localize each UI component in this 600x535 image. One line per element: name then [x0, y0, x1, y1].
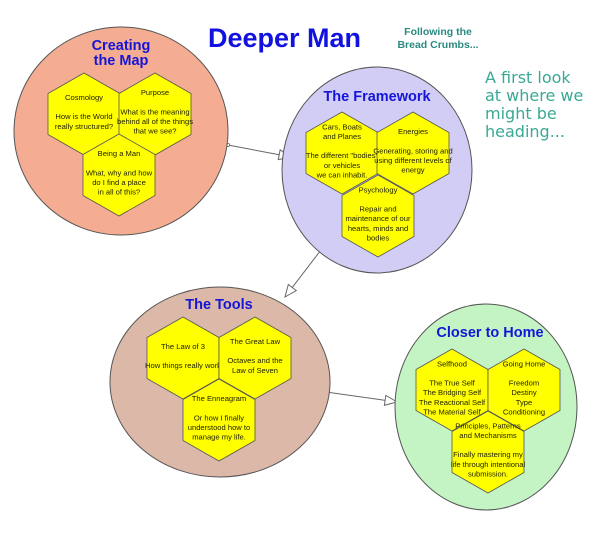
side-note-line: A first look: [485, 68, 571, 87]
connector-line: [325, 391, 386, 401]
hex-body-line: life through intentional: [451, 460, 526, 469]
hex-body-line: that we see?: [133, 127, 176, 136]
group-title: Creating: [92, 38, 151, 54]
hex-body-line: What, why and how: [86, 168, 153, 177]
hex-body-line: How is the World: [55, 112, 112, 121]
hex-body-line: submission.: [468, 469, 508, 478]
hex-heading: The Great Law: [230, 337, 281, 346]
hex-body-line: The different "bodies": [306, 151, 379, 160]
hex-heading: Cosmology: [65, 93, 103, 102]
hex-body-line: bodies: [367, 233, 390, 242]
hex-shape: [82, 133, 156, 217]
hex-topic: The Enneagram Or how I finallyunderstood …: [182, 378, 256, 462]
diagram-title: Deeper Man: [208, 23, 361, 53]
hex-body-line: understood how to: [188, 423, 250, 432]
hex-heading: The Enneagram: [192, 394, 246, 403]
hex-body-line: Destiny: [511, 388, 537, 397]
hex-body-line: or vehicles: [324, 161, 360, 170]
hex-body-line: Octaves and the: [227, 356, 282, 365]
hex-body-line: The Material Self: [423, 407, 481, 416]
connector-line: [227, 144, 280, 156]
hex-heading: Cars, Boats: [322, 122, 362, 131]
hex-body-line: do I find a place: [92, 178, 146, 187]
hex-heading: and Planes: [323, 132, 361, 141]
group-title: the Map: [94, 53, 149, 69]
group-title: The Tools: [185, 297, 252, 313]
hex-body-line: really structured?: [55, 122, 113, 131]
hex-body-line: Conditioning: [503, 407, 545, 416]
hex-body-line: The Reactional Self: [419, 398, 486, 407]
hex-heading: Psychology: [359, 185, 398, 194]
hex-shape: [182, 378, 256, 462]
hex-heading: Going Home: [503, 359, 546, 368]
connector-creating-the-map-to-the-framework: [225, 142, 293, 161]
hex-shape: [451, 410, 525, 494]
hex-body-line: Or how I finally: [194, 413, 244, 422]
hex-body-line: manage my life.: [192, 433, 246, 442]
side-note-line: heading...: [485, 122, 565, 141]
hex-body-line: hearts, minds and: [348, 224, 408, 233]
side-note-line: at where we: [485, 86, 583, 105]
hex-heading: and Mechanisms: [459, 431, 517, 440]
hex-body-line: Generating, storing and: [373, 146, 452, 155]
hex-body-line: using different levels of: [374, 156, 452, 165]
arrowhead-icon: [284, 283, 298, 299]
hex-body-line: maintenance of our: [345, 214, 410, 223]
group-title: Closer to Home: [436, 325, 543, 341]
hex-body-line: The True Self: [429, 379, 475, 388]
hex-heading: Principles, Patterns: [455, 421, 521, 430]
side-note: A first look at where we might be headin…: [485, 68, 583, 141]
hex-heading: Being a Man: [98, 149, 141, 158]
hex-body-line: in all of this?: [98, 188, 140, 197]
hex-body-line: Law of Seven: [232, 366, 278, 375]
hex-heading: Selfhood: [437, 359, 467, 368]
hex-body-line: Freedom: [509, 379, 539, 388]
hex-heading: The Law of 3: [161, 342, 205, 351]
arrowhead-icon: [383, 394, 399, 406]
side-note-line: might be: [485, 104, 557, 123]
hex-shape: [376, 111, 450, 195]
hex-body-line: energy: [401, 166, 424, 175]
hex-body-line: How things really work: [145, 361, 221, 370]
hex-body-line: Repair and: [359, 205, 396, 214]
hex-heading: Energies: [398, 127, 428, 136]
hex-shape: [487, 348, 561, 432]
group-title: The Framework: [323, 89, 431, 105]
hex-body-line: What is the meaning: [120, 107, 189, 116]
connector-the-tools-to-closer-to-home: [323, 389, 399, 406]
subtitle-line: Bread Crumbs...: [397, 39, 478, 51]
hex-body-line: behind all of the things: [117, 117, 193, 126]
hex-body-line: Type: [516, 398, 532, 407]
hex-shape: [341, 174, 415, 258]
connector-line: [291, 245, 325, 288]
hex-shape: [218, 316, 292, 400]
hex-body-line: Finally mastering my: [453, 450, 523, 459]
subtitle: Following the Bread Crumbs...: [397, 26, 478, 51]
subtitle-line: Following the: [404, 26, 472, 38]
hex-body-line: we can inhabit.: [316, 170, 368, 179]
hex-heading: Purpose: [141, 88, 169, 97]
hex-body-line: The Bridging Self: [423, 388, 482, 397]
